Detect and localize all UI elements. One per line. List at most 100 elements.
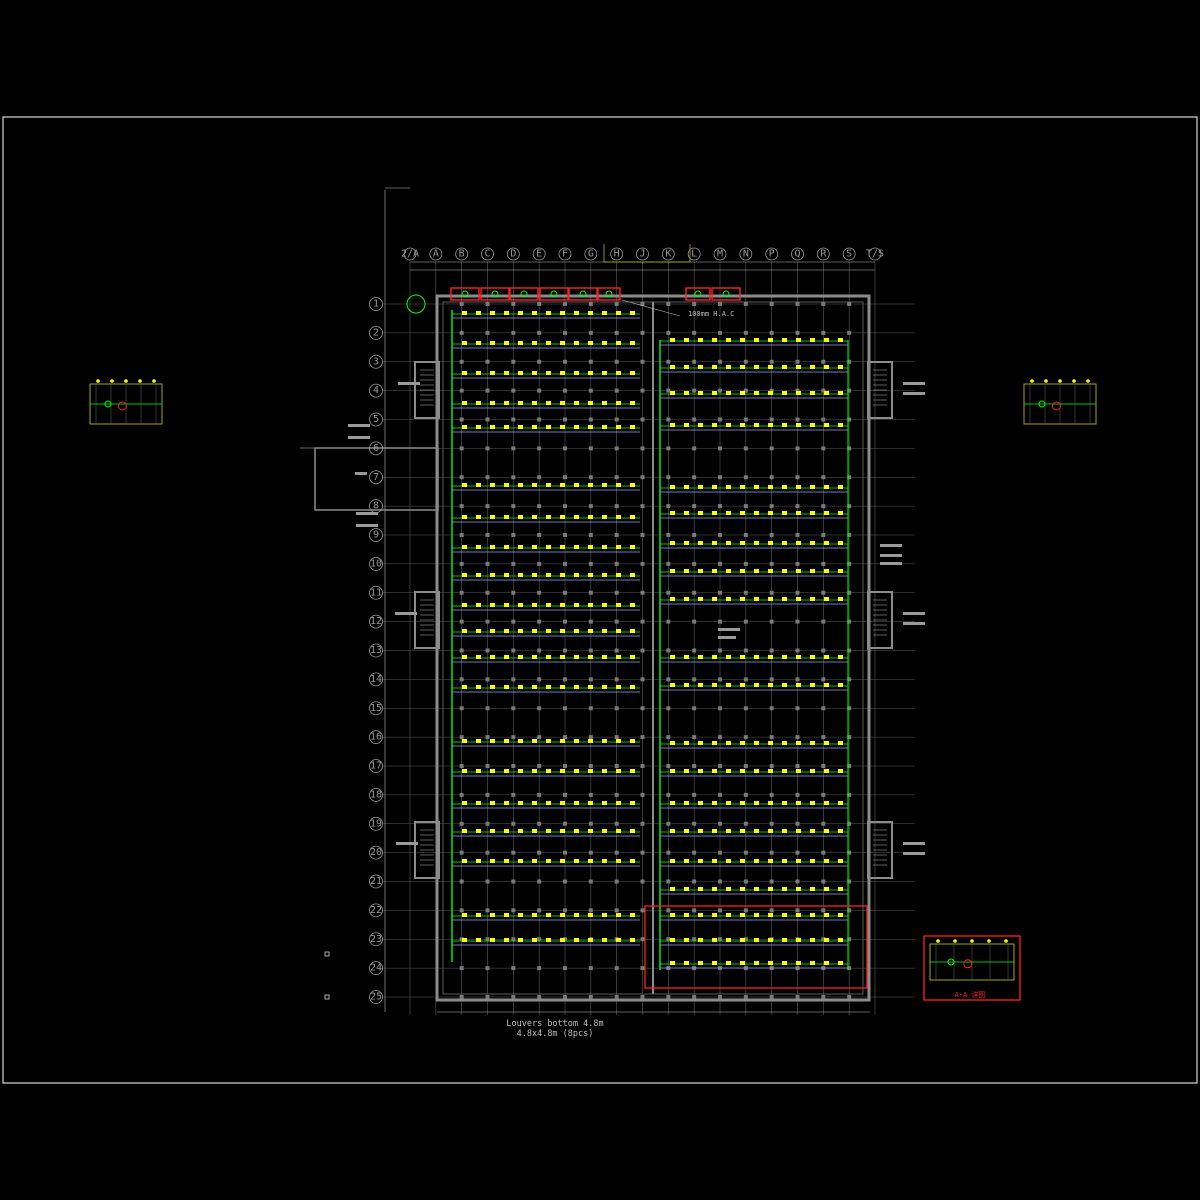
structural-column xyxy=(537,966,542,971)
structural-column xyxy=(718,792,722,797)
sprinkler-head-icon xyxy=(532,913,537,917)
sprinkler-head-icon xyxy=(504,603,509,607)
structural-column xyxy=(537,648,542,653)
sprinkler-head-icon xyxy=(490,573,495,577)
structural-column xyxy=(537,908,542,913)
axis-bubble-circle xyxy=(369,816,383,831)
sprinkler-head-icon xyxy=(712,365,717,369)
sprinkler-head-icon xyxy=(670,511,675,515)
sprinkler-branch xyxy=(660,938,848,946)
structural-column xyxy=(821,937,826,942)
sprinkler-head-icon xyxy=(546,311,551,315)
sprinkler-head-icon xyxy=(712,655,717,659)
structural-column xyxy=(847,966,852,971)
sprinkler-head-icon xyxy=(754,887,759,891)
note-text-block xyxy=(398,382,420,385)
structural-column xyxy=(847,706,852,711)
structural-column xyxy=(769,619,774,624)
structural-column xyxy=(743,850,748,855)
structural-column xyxy=(640,533,645,537)
sprinkler-head-icon xyxy=(796,511,801,515)
sprinkler-head-icon xyxy=(532,573,537,577)
axis-bubble-label: 16 xyxy=(370,732,382,743)
sprinkler-head-icon xyxy=(698,597,703,601)
sprinkler-head-icon xyxy=(684,597,689,601)
note-text-block xyxy=(355,472,367,475)
sprinkler-head-icon xyxy=(546,801,551,805)
structural-column xyxy=(614,533,619,537)
sprinkler-head-icon xyxy=(684,391,689,395)
sprinkler-head-icon xyxy=(462,655,467,659)
axis-bubble-circle xyxy=(369,643,383,658)
structural-column xyxy=(769,821,774,826)
structural-column xyxy=(666,764,671,768)
sprinkler-head-icon xyxy=(712,829,717,833)
sprinkler-head-icon xyxy=(490,655,495,659)
sprinkler-head-icon xyxy=(532,859,537,863)
sprinkler-head-icon xyxy=(574,341,579,345)
sprinkler-head-icon xyxy=(768,769,773,773)
structural-column xyxy=(640,330,645,335)
sprinkler-head-icon xyxy=(670,655,675,659)
structural-column xyxy=(847,995,852,999)
structural-column xyxy=(847,359,852,364)
structural-column xyxy=(640,388,645,393)
sprinkler-head-icon xyxy=(782,961,787,965)
axis-bubble-icon: R xyxy=(816,247,830,261)
structural-column xyxy=(640,590,645,595)
structural-column xyxy=(795,475,800,480)
sprinkler-head-icon xyxy=(490,483,495,487)
sprinkler-head-icon xyxy=(616,739,621,743)
structural-column xyxy=(537,850,542,855)
structural-column xyxy=(692,908,697,913)
structural-column xyxy=(795,388,800,393)
sprinkler-head-icon xyxy=(712,511,717,515)
sprinkler-branch xyxy=(452,483,640,491)
structural-column xyxy=(640,504,645,509)
sprinkler-branch xyxy=(452,829,640,837)
sprinkler-head-icon xyxy=(518,425,523,429)
sprinkler-system xyxy=(450,244,868,989)
axis-bubble-icon: 7 xyxy=(369,470,383,485)
structural-column xyxy=(743,792,748,797)
structural-column xyxy=(847,619,852,624)
structural-column xyxy=(847,879,852,884)
structural-column xyxy=(563,388,567,393)
structural-column xyxy=(666,821,671,826)
structural-column xyxy=(588,619,593,624)
axis-bubble-circle xyxy=(369,556,383,571)
sprinkler-head-icon xyxy=(712,859,717,863)
structural-column xyxy=(692,764,697,768)
sprinkler-head-icon xyxy=(588,685,593,689)
sprinkler-head-icon xyxy=(698,741,703,745)
axis-bubble-label: 12 xyxy=(370,616,382,627)
structural-column xyxy=(640,879,645,884)
structural-column xyxy=(485,533,490,537)
sprinkler-head-icon xyxy=(546,739,551,743)
axis-bubble-circle xyxy=(610,247,624,261)
axis-bubble-label: 4 xyxy=(373,385,379,396)
sprinkler-head-icon xyxy=(782,769,787,773)
structural-column xyxy=(563,302,567,306)
sprinkler-head-icon xyxy=(574,311,579,315)
sprinkler-head-icon xyxy=(838,511,843,515)
axis-bubble-label: P xyxy=(769,249,775,260)
valve-box xyxy=(480,287,510,301)
sprinkler-head-icon xyxy=(698,829,703,833)
sprinkler-head-icon xyxy=(504,401,509,405)
structural-column xyxy=(511,302,516,306)
sprinkler-head-icon xyxy=(602,739,607,743)
sprinkler-head-icon xyxy=(602,859,607,863)
sprinkler-head-icon xyxy=(712,769,717,773)
structural-column xyxy=(821,302,826,306)
structural-column xyxy=(769,417,774,422)
note-text-block xyxy=(395,612,417,615)
sprinkler-head-icon xyxy=(462,545,467,549)
sprinkler-head-icon xyxy=(602,341,607,345)
sprinkler-head-icon xyxy=(546,629,551,633)
sprinkler-head-icon xyxy=(532,545,537,549)
axis-bubble-circle xyxy=(369,730,383,745)
axis-bubble-circle xyxy=(369,412,383,427)
sprinkler-head-icon xyxy=(684,741,689,745)
sprinkler-head-icon xyxy=(740,829,745,833)
